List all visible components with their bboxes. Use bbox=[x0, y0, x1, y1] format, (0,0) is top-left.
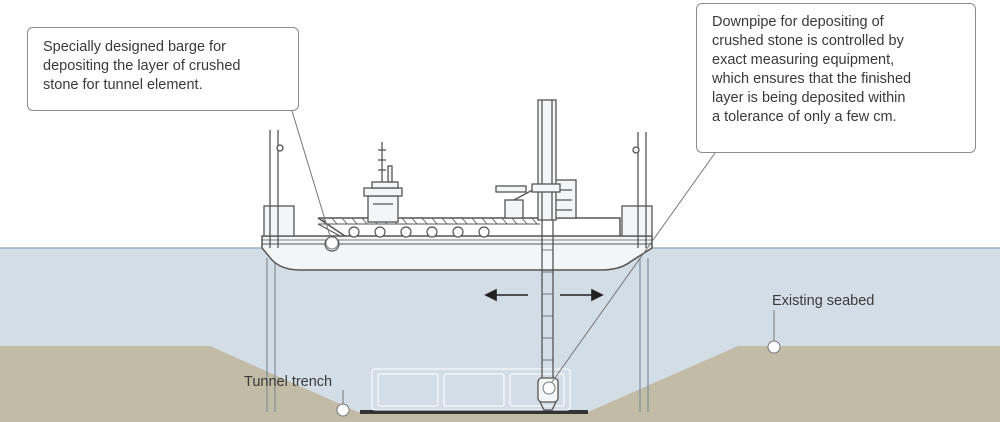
barge-hull bbox=[261, 235, 653, 271]
callout-line: Specially designed barge for bbox=[43, 39, 226, 55]
barge-callout: Specially designed barge for depositing … bbox=[27, 27, 299, 111]
wheelhouse bbox=[363, 142, 403, 223]
callout-line: exact measuring equipment, bbox=[712, 52, 895, 68]
downpipe-callout: Downpipe for depositing of crushed stone… bbox=[696, 3, 976, 153]
spud-towers bbox=[263, 130, 653, 248]
callout-line: stone for tunnel element. bbox=[43, 77, 203, 93]
leader-lines bbox=[291, 110, 781, 417]
spud-legs bbox=[266, 258, 649, 412]
tunnel-trench-label: Tunnel trench bbox=[244, 374, 333, 390]
tunnel-element bbox=[371, 368, 571, 411]
existing-seabed-label: Existing seabed bbox=[772, 293, 875, 309]
callout-line: Downpipe for depositing of bbox=[712, 14, 884, 30]
callout-line: a tolerance of only a few cm. bbox=[712, 109, 897, 125]
downpipe bbox=[531, 99, 561, 411]
callout-line: depositing the layer of crushed bbox=[43, 58, 241, 74]
direction-arrows bbox=[484, 288, 604, 302]
callout-line: which ensures that the finished bbox=[712, 71, 912, 87]
callout-line: layer is being deposited within bbox=[712, 90, 906, 106]
conveyor bbox=[317, 217, 621, 237]
seabed bbox=[0, 346, 1000, 422]
callout-line: crushed stone is controlled by bbox=[712, 33, 904, 49]
